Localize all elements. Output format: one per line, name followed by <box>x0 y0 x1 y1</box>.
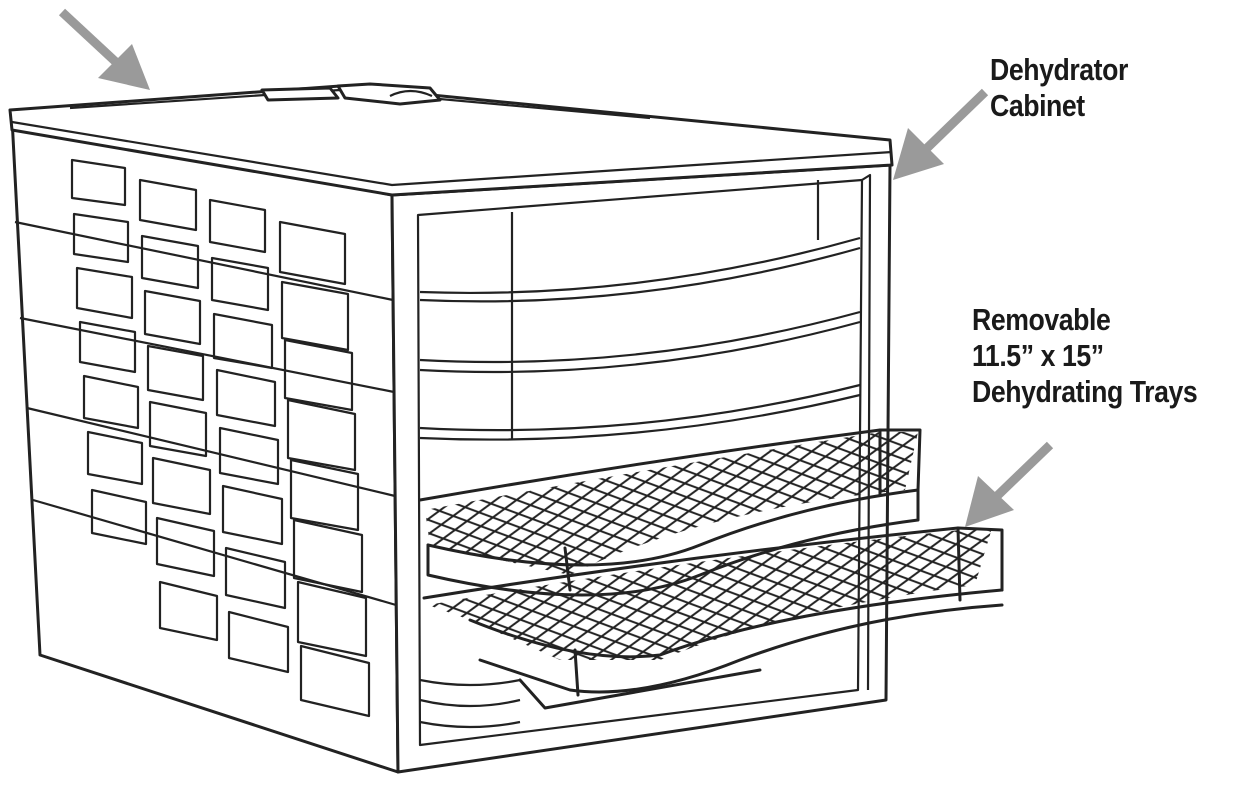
cabinet-lid <box>8 82 894 197</box>
arrow-down-left-icon <box>893 88 989 180</box>
arrow-down-right-icon <box>58 8 150 90</box>
arrow-down-left-icon <box>965 441 1054 527</box>
trays-label-line3: Dehydrating Trays <box>972 374 1198 409</box>
side-vent-grid <box>70 158 371 718</box>
cabinet-label-line1: Dehydrator <box>990 52 1128 87</box>
pulled-tray-lower <box>422 526 1004 710</box>
cabinet-side-panel <box>10 116 400 774</box>
trays-label: Removable 11.5” x 15” Dehydrating Trays <box>972 302 1198 410</box>
trays-label-line2: 11.5” x 15” <box>972 338 1104 373</box>
cabinet-label: Dehydrator Cabinet <box>990 52 1128 124</box>
trays-label-line1: Removable <box>972 302 1111 337</box>
stacked-trays <box>419 236 861 729</box>
cabinet-label-line2: Cabinet <box>990 88 1085 123</box>
